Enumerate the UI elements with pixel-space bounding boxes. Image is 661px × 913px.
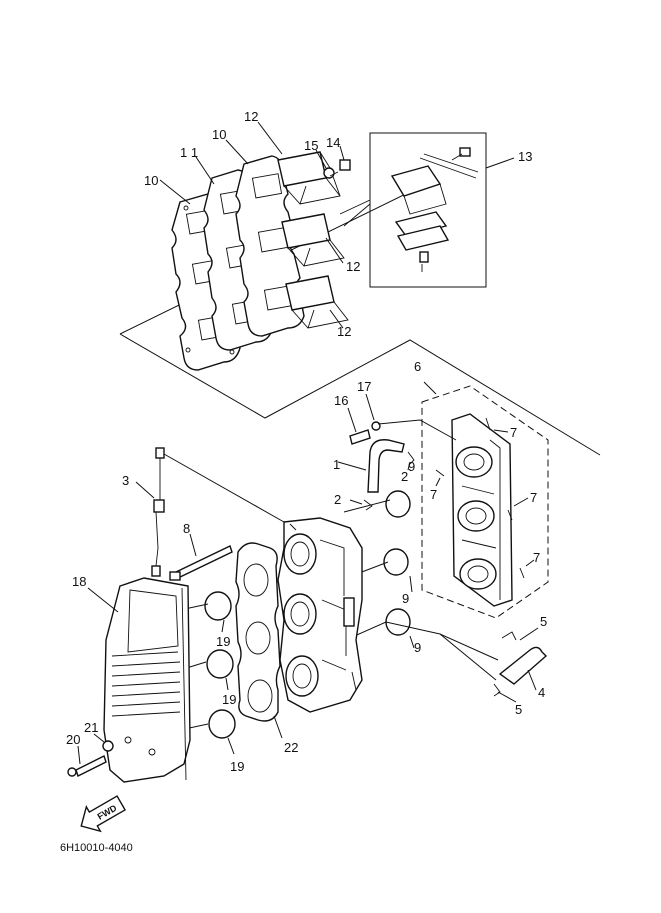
leader-2b (349, 499, 363, 505)
callout-label: 7 (533, 550, 540, 565)
callout-label: 6 (414, 359, 421, 374)
leader-5b (497, 691, 517, 703)
callout-label: 9 (402, 591, 409, 606)
callout-label: 7 (510, 425, 517, 440)
leaders-9 (409, 575, 415, 649)
leader-13 (485, 157, 515, 169)
leader-10b (225, 139, 249, 165)
reed-valve-assembly-inset (339, 132, 487, 288)
washer-21 (93, 733, 114, 752)
leader-16 (347, 407, 357, 433)
reed-valve-group (119, 121, 601, 456)
leader-3 (135, 481, 155, 499)
leader-4 (527, 669, 537, 691)
leader-15 (315, 149, 327, 169)
leader-8 (189, 533, 197, 557)
hose-4 (498, 646, 548, 691)
leader-12a (257, 121, 283, 155)
wire-alignment-line (163, 453, 285, 523)
callout-label: 12 (337, 324, 351, 339)
gasket-9-middle (383, 548, 409, 576)
gasket-19-bottom (208, 709, 236, 739)
drawing-code: 6H10010-4040 (60, 842, 133, 854)
leader-22 (273, 715, 283, 739)
leader-6 (423, 381, 437, 395)
callout-label: 1 1 (180, 145, 198, 160)
hose-4-alignment-line (439, 633, 497, 681)
bolt-16 (347, 407, 371, 445)
callout-numbers: 1 2 2 3 4 5 5 6 7 7 7 7 8 9 9 9 10 10 1 … (66, 109, 547, 774)
callout-label: 3 (122, 473, 129, 488)
gasket-19-middle (206, 649, 234, 679)
callout-label: 4 (538, 685, 545, 700)
leader-21 (93, 733, 105, 743)
leader-14 (339, 145, 345, 161)
callout-label: 12 (346, 259, 360, 274)
gasket-9-bottom (385, 608, 411, 636)
leader-2a (407, 461, 411, 471)
intake-manifold (277, 517, 363, 713)
reed-valve-12-bottom (285, 275, 349, 329)
callout-label: 20 (66, 732, 80, 747)
callout-label: 19 (222, 692, 236, 707)
leader-12c (329, 309, 344, 329)
wire-lead-3 (135, 447, 285, 577)
leaders-19 (221, 619, 235, 755)
bolt-20 (67, 745, 107, 777)
callout-label: 5 (515, 702, 522, 717)
washer-17 (365, 393, 457, 441)
leader-12b (325, 237, 344, 264)
leader-20 (77, 745, 81, 765)
callout-label: 10 (144, 173, 158, 188)
callout-label: 22 (284, 740, 298, 755)
washer-15 (323, 167, 335, 179)
leader-11 (195, 156, 215, 185)
clip-5-lower (493, 683, 517, 703)
hose-1 (337, 439, 405, 493)
leader-17 (365, 393, 375, 421)
callout-label: 17 (357, 379, 371, 394)
carburetor-assembly-6 (421, 381, 549, 619)
gasket-19-top (204, 591, 232, 621)
callout-label: 18 (72, 574, 86, 589)
callout-label: 10 (212, 127, 226, 142)
callout-label: 13 (518, 149, 532, 164)
clip-2-upper (407, 451, 415, 471)
reed-valve-12-middle (281, 213, 345, 267)
leader-5a (519, 627, 539, 641)
silencer-cover-18 (87, 577, 191, 783)
callout-label: 2 (334, 492, 341, 507)
callout-label: 1 (333, 457, 340, 472)
callout-label: 15 (304, 138, 318, 153)
callout-label: 12 (244, 109, 258, 124)
callout-label: 7 (530, 490, 537, 505)
leader-18 (87, 587, 119, 613)
leader-10a (159, 179, 191, 205)
callout-label: 16 (334, 393, 348, 408)
fwd-arrow-icon: FWD (80, 795, 127, 833)
screw-14 (329, 159, 351, 177)
callout-label: 2 (401, 469, 408, 484)
callout-label: 8 (183, 521, 190, 536)
callout-label: 9 (414, 640, 421, 655)
callout-label: 9 (408, 459, 415, 474)
callout-label: 19 (230, 759, 244, 774)
callout-label: 21 (84, 720, 98, 735)
callout-label: 5 (540, 614, 547, 629)
reed-valve-12-top (277, 151, 341, 205)
gasket-9-top (385, 490, 411, 518)
callout-label: 19 (216, 634, 230, 649)
callout-label: 14 (326, 135, 340, 150)
gasket-22 (235, 542, 283, 739)
bolt-8 (169, 533, 233, 581)
clip-5-upper (501, 627, 539, 641)
callout-label: 7 (430, 487, 437, 502)
leader-1 (337, 461, 367, 471)
clip-2-lower (349, 499, 373, 511)
